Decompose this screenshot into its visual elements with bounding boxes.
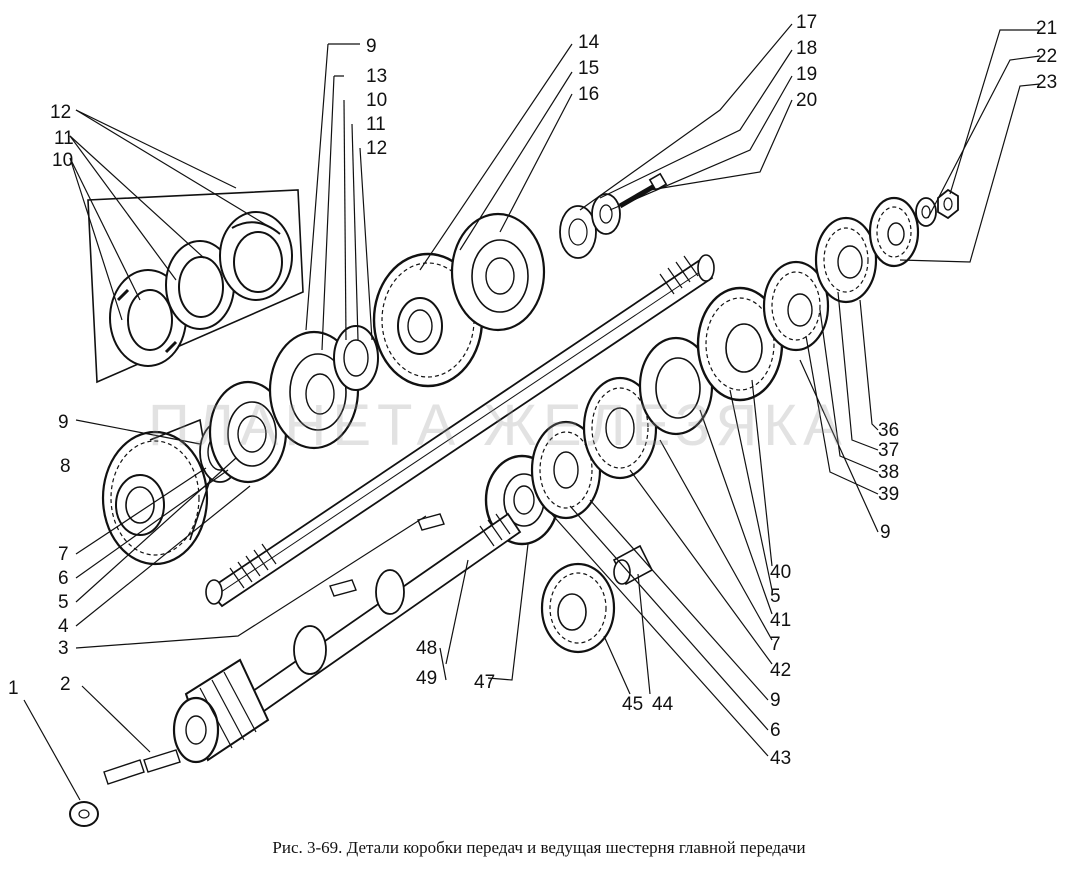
- callout-9-top: 9: [366, 36, 377, 57]
- inset-ring-12: [219, 211, 293, 301]
- lower-shaft-assembly: [69, 512, 654, 827]
- bushing-44: [612, 544, 654, 586]
- callout-38: 38: [878, 462, 899, 483]
- callout-43: 43: [770, 748, 791, 769]
- gear-13: [333, 325, 379, 391]
- callout-13: 13: [366, 66, 387, 87]
- callout-23: 23: [1036, 72, 1057, 93]
- gear-40: [696, 286, 784, 402]
- callout-41: 41: [770, 610, 791, 631]
- callout-1: 1: [8, 678, 19, 699]
- callout-10-inset: 10: [52, 150, 73, 171]
- callout-4: 4: [58, 616, 69, 637]
- callout-21: 21: [1036, 18, 1057, 39]
- callout-36: 36: [878, 420, 899, 441]
- callout-14: 14: [578, 32, 600, 53]
- synchronizer-15-16: [450, 212, 546, 332]
- part-17: [559, 205, 597, 259]
- callout-48: 48: [416, 638, 437, 659]
- callout-22: 22: [1036, 46, 1057, 67]
- callout-5-right: 5: [770, 586, 781, 607]
- inset-detail: [87, 189, 304, 384]
- nut-21: [937, 188, 959, 220]
- callout-6-lower: 6: [770, 720, 781, 741]
- callout-7-right: 7: [770, 634, 781, 655]
- callout-3: 3: [58, 638, 69, 659]
- callout-15: 15: [578, 58, 599, 79]
- callout-8: 8: [60, 456, 71, 477]
- callout-5-left: 5: [58, 592, 69, 613]
- callout-20: 20: [796, 90, 817, 111]
- callout-16: 16: [578, 84, 599, 105]
- callout-2: 2: [60, 674, 71, 695]
- drive-pinion: [172, 658, 270, 764]
- figure-caption: Рис. 3-69. Детали коробки передач и веду…: [272, 838, 806, 857]
- synchronizer-41: [638, 336, 714, 436]
- callout-19: 19: [796, 64, 817, 85]
- upper-shaft-assembly: [101, 172, 715, 608]
- middle-shaft-assembly: [484, 188, 959, 546]
- callout-39: 39: [878, 484, 899, 505]
- callout-11: 11: [366, 114, 386, 135]
- callout-9-lower: 9: [770, 690, 781, 711]
- callout-labels: 12 11 10 9 13 10 11 12 14 15 16 17 18 19…: [8, 12, 1057, 769]
- bolt-20: [618, 172, 668, 209]
- callout-44: 44: [652, 694, 674, 715]
- gear-39: [762, 260, 830, 352]
- callout-11-inset: 11: [54, 128, 74, 149]
- washer-22: [915, 197, 937, 227]
- gear-36-38: [814, 216, 878, 304]
- callout-37: 37: [878, 440, 899, 461]
- callout-40: 40: [770, 562, 791, 583]
- callout-6-left: 6: [58, 568, 69, 589]
- callout-17: 17: [796, 12, 817, 33]
- callout-9-right: 9: [880, 522, 891, 543]
- gear-42: [582, 376, 658, 480]
- washer-1: [69, 801, 99, 827]
- callout-42: 42: [770, 660, 791, 681]
- part-18-19: [591, 193, 621, 235]
- callout-47: 47: [474, 672, 495, 693]
- gear-23: [868, 196, 920, 268]
- callout-18: 18: [796, 38, 817, 59]
- synchronizer-hub-left: [208, 380, 288, 484]
- gear-8: [101, 418, 211, 566]
- callout-7-left: 7: [58, 544, 69, 565]
- callout-10: 10: [366, 90, 387, 111]
- callout-9-left: 9: [58, 412, 69, 433]
- gear-45: [540, 562, 616, 654]
- callout-12-inset: 12: [50, 102, 71, 123]
- keys-2: [103, 749, 181, 785]
- callout-49: 49: [416, 668, 437, 689]
- callout-45: 45: [622, 694, 643, 715]
- callout-12: 12: [366, 138, 387, 159]
- leader-lines: [23, 23, 1041, 801]
